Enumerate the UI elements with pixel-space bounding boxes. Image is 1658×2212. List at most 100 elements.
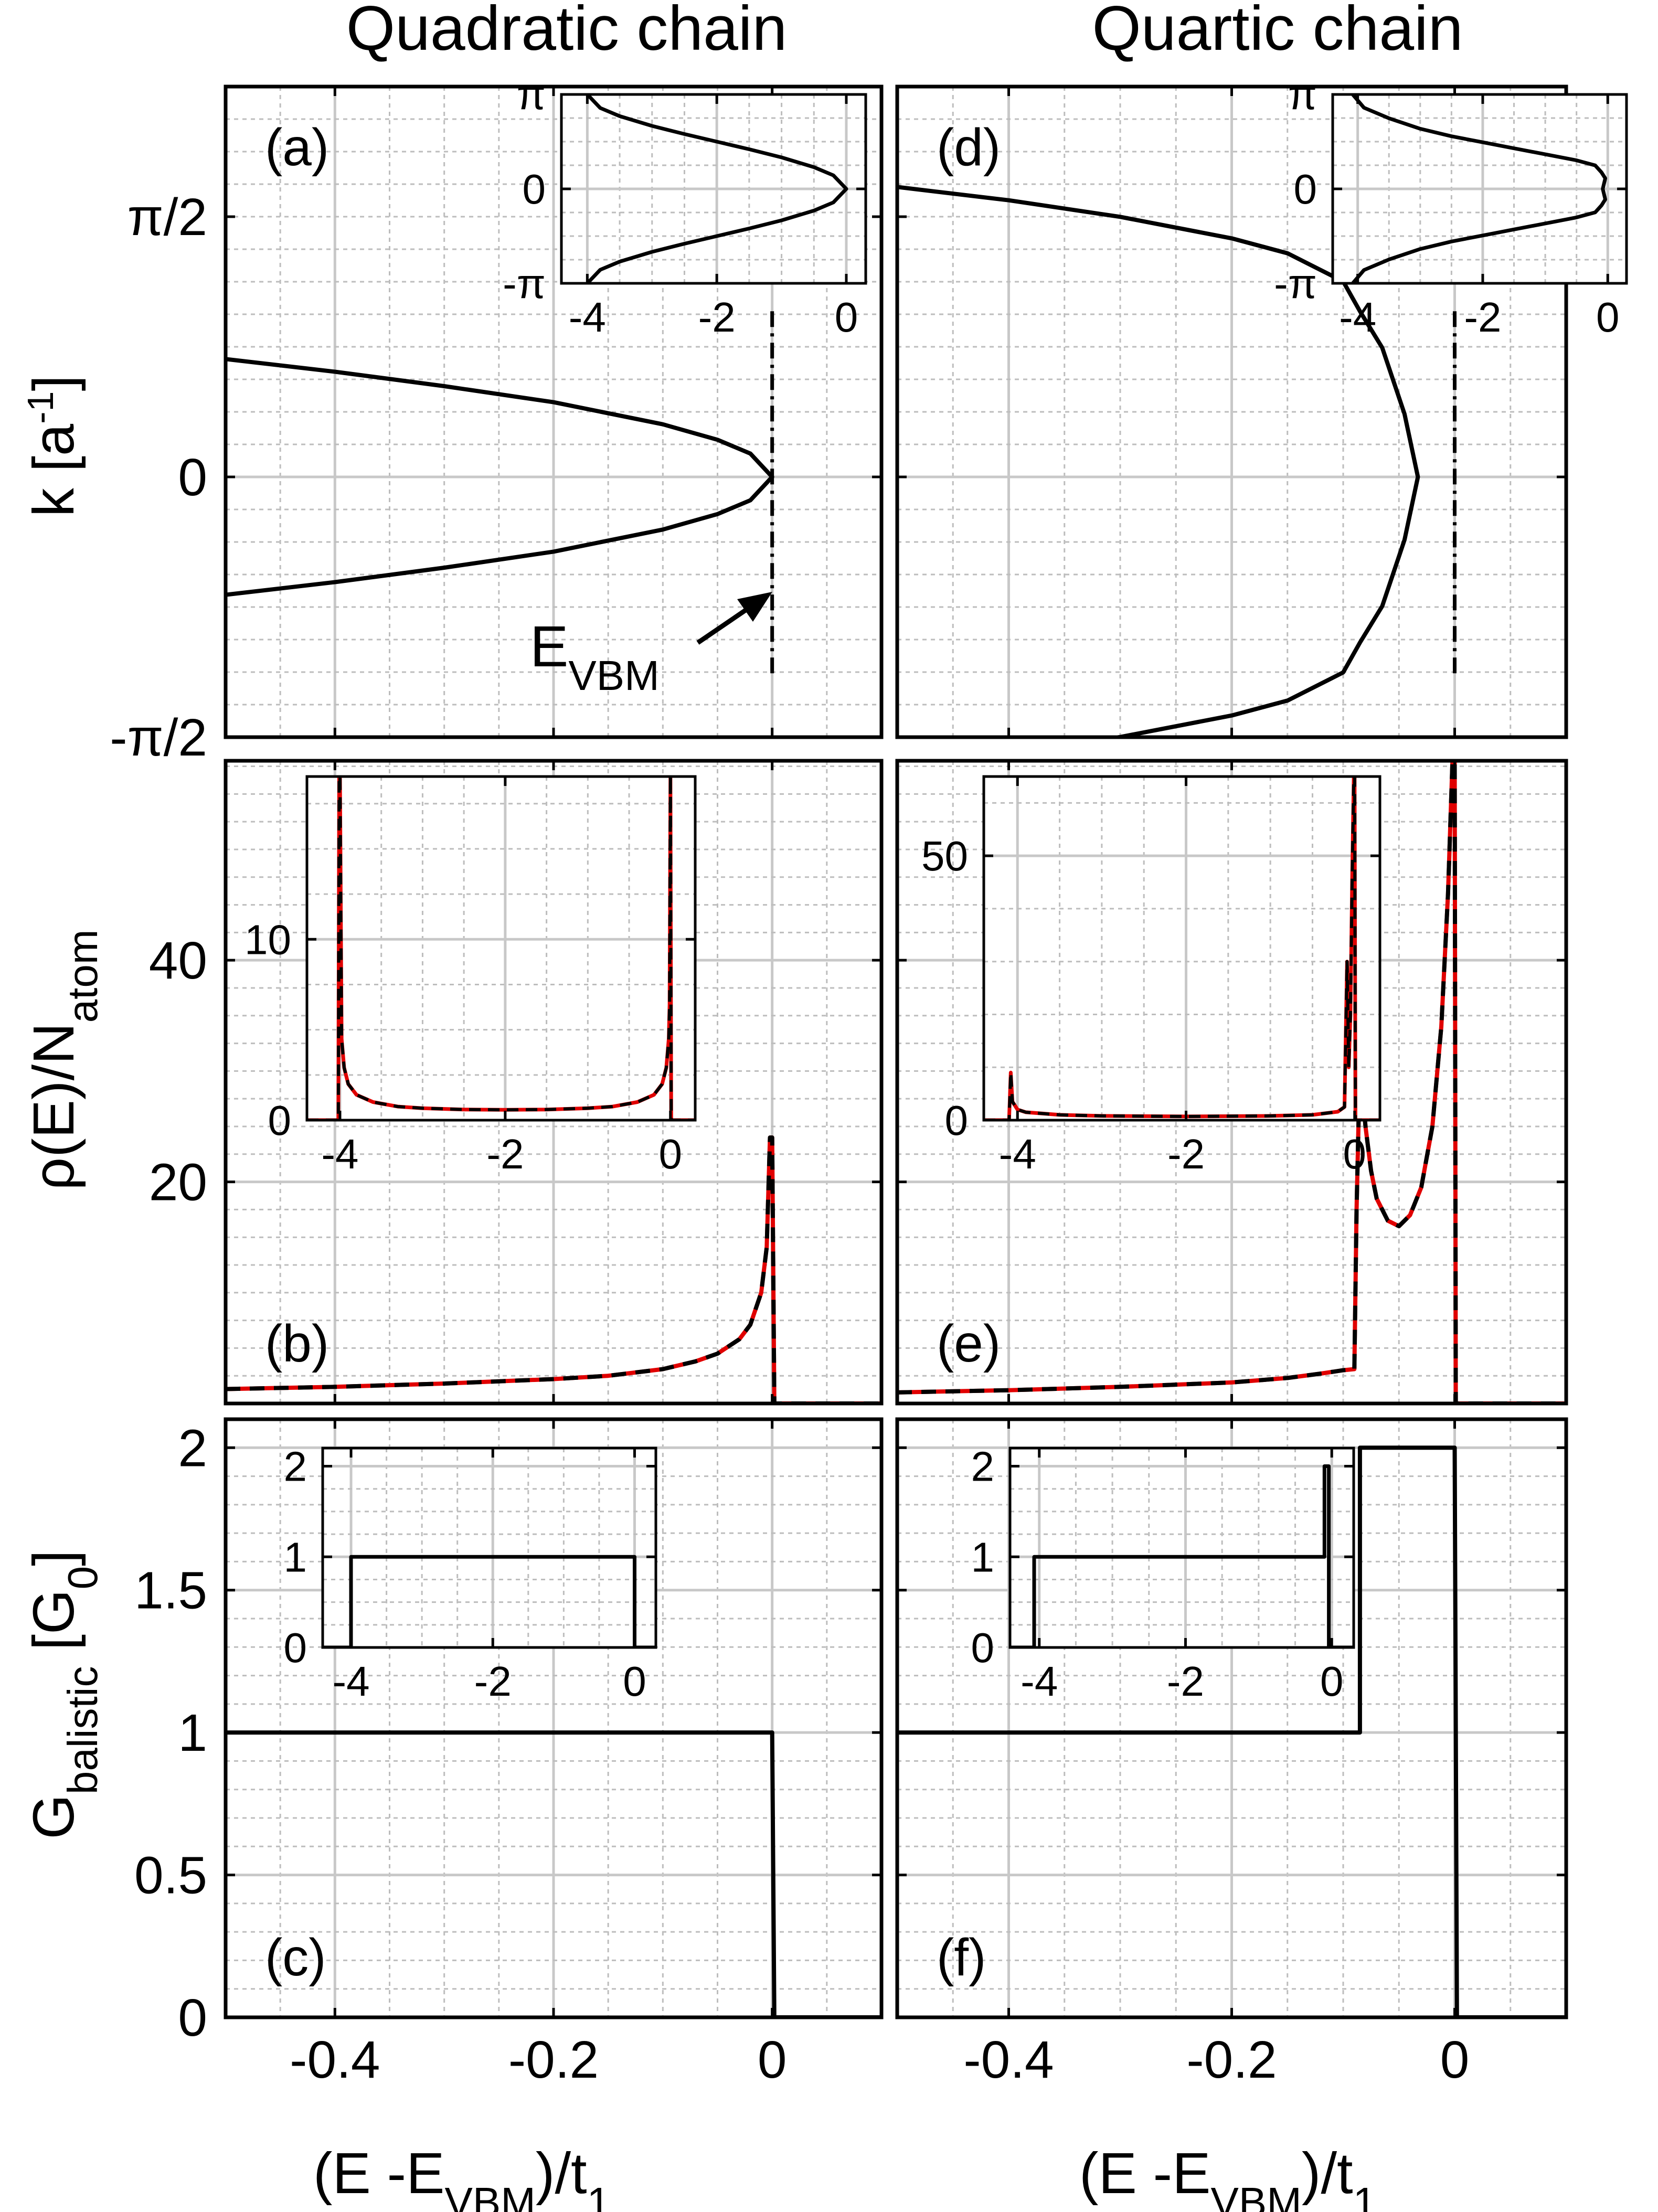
series-line <box>897 1445 1566 2017</box>
y-tick-label: 0 <box>268 1097 292 1144</box>
y-tick-label: π <box>517 71 546 118</box>
evbm-arrow-head <box>737 592 772 622</box>
y-tick-label: 0 <box>178 1988 207 2047</box>
x-tick-label: -4 <box>332 1658 369 1705</box>
panel-letter: (a) <box>265 118 329 177</box>
inset-frame <box>321 1447 657 1649</box>
x-tick-label: -4 <box>321 1131 358 1177</box>
y-tick-label: 0.5 <box>134 1846 207 1905</box>
ylabel-g: Gbalistic[G0] <box>22 1550 106 1839</box>
panel-ticks-e <box>897 761 1566 1403</box>
series-line <box>897 761 1566 1403</box>
x-tick-label: -2 <box>1464 294 1501 341</box>
inset-series-line <box>1351 94 1607 283</box>
panel-ticks-f: -0.4 -0.2 0 <box>897 1419 1566 2089</box>
panel-ticks-c: -0.4 -0.2 0 0 0.5 1 1.5 2 <box>134 1419 881 2089</box>
panel-letter: (e) <box>937 1314 1001 1373</box>
panel-data-d <box>897 185 1457 737</box>
y-tick-label: 2 <box>178 1419 207 1477</box>
xlabel-right: (E -EVBM)/t1 <box>1079 2141 1376 2212</box>
x-tick-label: -2 <box>698 294 736 341</box>
inset-frame <box>982 775 1381 1122</box>
inset-series-line <box>307 777 695 1120</box>
y-tick-label: 2 <box>284 1443 307 1490</box>
panel-data-a <box>226 311 774 676</box>
x-tick-label: -0.2 <box>1186 2030 1277 2089</box>
y-tick-label: 50 <box>921 833 968 879</box>
y-tick-label: -π/2 <box>110 708 207 767</box>
y-tick-label: -π <box>1274 260 1317 307</box>
xlabel-left: (E -EVBM)/t1 <box>313 2141 610 2212</box>
inset-bg <box>307 777 695 1120</box>
x-tick-label: -2 <box>474 1658 512 1705</box>
x-tick-label: 0 <box>1320 1658 1344 1705</box>
x-tick-label: -2 <box>486 1131 524 1177</box>
panel-data-f <box>897 1445 1566 2017</box>
series-line <box>897 185 1420 737</box>
inset-data-b <box>307 777 695 1120</box>
ylabel-k: k [a-1] <box>20 375 86 517</box>
x-tick-label: -4 <box>1339 294 1376 341</box>
col-title-right: Quartic chain <box>1092 0 1463 63</box>
x-tick-label: -4 <box>569 294 606 341</box>
y-tick-label: 40 <box>149 931 207 990</box>
panel-letter: (d) <box>937 118 1001 177</box>
y-tick-label: 0 <box>945 1097 969 1144</box>
inset-series-line <box>586 94 848 283</box>
x-tick-label: 0 <box>1440 2030 1470 2089</box>
inset-series-line <box>323 1555 656 1647</box>
panel-data-e <box>897 761 1566 1403</box>
y-tick-label: 0 <box>1294 166 1317 212</box>
y-tick-label: 1 <box>178 1704 207 1762</box>
y-tick-label: -π <box>503 260 546 307</box>
x-tick-label: 0 <box>1343 1131 1367 1177</box>
x-tick-label: 0 <box>758 2030 787 2089</box>
inset-ticks-e: -4 -2 0 0 50 <box>921 777 1380 1177</box>
panel-letter: (f) <box>937 1928 986 1987</box>
inset-data-c <box>323 1555 656 1647</box>
y-tick-label: 0 <box>523 166 546 212</box>
y-tick-label: 1.5 <box>134 1561 207 1620</box>
inset-ticks-d: -4 -2 0 -π 0 π <box>1274 71 1627 341</box>
inset-data-e <box>984 777 1380 1120</box>
inset-ticks-b: -4 -2 0 0 10 <box>245 777 695 1177</box>
inset-bg <box>984 777 1380 1120</box>
x-tick-label: 0 <box>623 1658 646 1705</box>
y-tick-label: 2 <box>971 1443 995 1490</box>
inset-frame <box>1008 1447 1355 1649</box>
x-tick-label: -2 <box>1167 1131 1205 1177</box>
x-tick-label: -0.4 <box>963 2030 1054 2089</box>
panel-letter: (c) <box>265 1928 326 1987</box>
x-tick-label: 0 <box>1596 294 1620 341</box>
y-tick-label: 1 <box>284 1534 307 1580</box>
y-tick-label: 10 <box>245 916 291 963</box>
series-line <box>226 1135 881 1403</box>
panel-ticks-a: -π/20π/2 <box>110 87 881 767</box>
inset-series-line <box>984 777 1380 1120</box>
y-tick-label: 20 <box>149 1153 207 1212</box>
inset-data-d <box>1351 94 1607 283</box>
panel-letter: (b) <box>265 1314 329 1373</box>
y-tick-label: 0 <box>178 448 207 507</box>
panel-data-c <box>226 1730 881 2017</box>
y-tick-label: π <box>1288 71 1317 118</box>
x-tick-label: -0.2 <box>508 2030 599 2089</box>
y-tick-label: 0 <box>971 1624 995 1671</box>
x-tick-label: -4 <box>999 1131 1036 1177</box>
evbm-annotation: EVBM <box>530 614 660 699</box>
inset-data-a <box>586 94 848 283</box>
col-title-left: Quadratic chain <box>346 0 787 63</box>
x-tick-label: -0.4 <box>290 2030 380 2089</box>
ylabel-rho: ρ(E)/Natom <box>22 929 106 1190</box>
x-tick-label: 0 <box>659 1131 683 1177</box>
series-line <box>226 1730 881 2017</box>
inset-series-line <box>1010 1464 1354 1647</box>
inset-bg <box>323 1448 656 1647</box>
inset-frame <box>305 775 697 1122</box>
